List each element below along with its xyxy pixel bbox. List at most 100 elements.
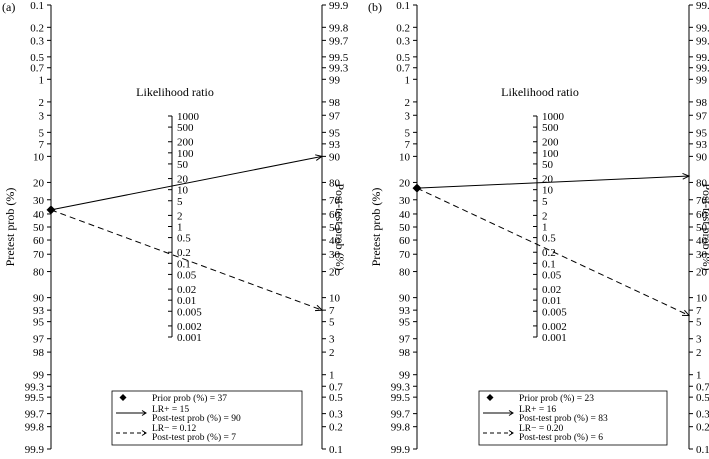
posttest-tick-label: 93	[329, 139, 341, 151]
lr-tick-label: 200	[542, 137, 559, 149]
posttest-tick-label: 0.7	[696, 381, 709, 393]
posttest-tick-label: 0.2	[329, 422, 343, 434]
prior-diamond-icon-b	[486, 394, 494, 401]
posttest-tick-label: 60	[696, 209, 708, 221]
pretest-tick-label: 5	[39, 127, 45, 139]
lr-tick-label: 1	[177, 222, 183, 234]
pretest-tick-label: 93	[33, 305, 45, 317]
lr-tick-label: 2	[542, 210, 548, 222]
negative-lr-line-arrowhead-icon	[314, 304, 324, 312]
posttest-tick-label: 99.7	[696, 35, 709, 47]
pretest-tick-label: 95	[33, 317, 45, 329]
legend-pos-lr-a: LR+ = 15	[152, 405, 189, 415]
prior-prob-diamond-icon	[412, 183, 422, 193]
pretest-axis-title-a: Pretest prob (%)	[3, 188, 17, 267]
probability-lines-b	[412, 173, 691, 316]
posttest-tick-label: 99.8	[696, 22, 709, 34]
posttest-tick-label: 7	[696, 305, 702, 317]
prior-diamond-icon-a	[119, 394, 127, 401]
lr-tick-label: 100	[177, 148, 194, 160]
posttest-tick-label: 10	[696, 293, 708, 305]
posttest-tick-label: 5	[696, 317, 702, 329]
pretest-tick-label: 93	[399, 305, 411, 317]
legend-box-a	[111, 390, 303, 446]
lr-axis-title-a: Likelihood ratio	[136, 85, 214, 99]
legend-prior-b: Prior prob (%) = 23	[519, 393, 594, 404]
posttest-tick-label: 95	[329, 127, 341, 139]
probability-lines-a	[46, 154, 324, 312]
posttest-tick-label: 99.3	[329, 63, 349, 75]
lr-tick-label: 0.1	[177, 258, 191, 270]
lr-tick-label: 0.2	[542, 247, 556, 259]
lr-tick-label: 5	[542, 196, 548, 208]
posttest-tick-label: 97	[696, 110, 708, 122]
panel-b: (b) Likelihood ratio Pretest prob (%) Po…	[368, 0, 709, 456]
legend-solid-arrow-icon-b	[508, 410, 514, 416]
lr-tick-label: 0.5	[542, 233, 556, 245]
posttest-tick-label: 40	[329, 235, 341, 247]
legend-box-b	[478, 390, 668, 446]
pretest-tick-label: 97	[33, 334, 45, 346]
pretest-tick-label: 0.7	[30, 63, 44, 75]
pretest-tick-label: 99	[33, 370, 45, 382]
legend-pos-post-a: Post-test prob (%) = 90	[152, 413, 241, 424]
posttest-tick-label: 0.3	[329, 409, 343, 421]
lr-tick-label: 200	[177, 137, 194, 149]
posttest-tick-label: 7	[329, 305, 335, 317]
posttest-tick-label: 80	[329, 177, 341, 189]
lr-tick-label: 0.005	[542, 306, 567, 318]
legend-neg-lr-a: LR− = 0.12	[152, 424, 196, 434]
posttest-tick-label: 93	[696, 139, 708, 151]
lr-scale-b: 10005002001005020105210.50.20.10.050.020…	[533, 111, 567, 344]
lr-tick-label: 0.002	[542, 321, 567, 333]
posttest-tick-label: 99.9	[329, 0, 349, 12]
negative-lr-line	[50, 209, 323, 311]
lr-tick-label: 100	[542, 148, 559, 160]
negative-lr-line-arrowhead-icon	[681, 309, 691, 316]
posttest-tick-label: 97	[329, 110, 341, 122]
pretest-tick-label: 7	[405, 139, 411, 151]
posttest-tick-label: 60	[329, 209, 341, 221]
pretest-tick-label: 3	[39, 110, 45, 122]
lr-scale-a: 10005002001005020105210.50.20.10.050.020…	[168, 111, 202, 344]
pretest-tick-label: 99.9	[391, 444, 411, 454]
pretest-tick-label: 99.3	[391, 381, 411, 393]
posttest-tick-label: 99	[696, 74, 708, 86]
pretest-tick-label: 99.3	[25, 381, 45, 393]
negative-lr-line	[416, 187, 690, 316]
panel-label-a: (a)	[2, 0, 15, 14]
lr-tick-label: 500	[542, 122, 559, 134]
pretest-tick-label: 60	[33, 235, 45, 247]
pretest-tick-label: 80	[399, 267, 411, 279]
pretest-tick-label: 99.9	[25, 444, 45, 454]
pretest-tick-label: 97	[399, 334, 411, 346]
lr-axis-title-b: Likelihood ratio	[501, 85, 579, 99]
lr-tick-label: 0.01	[177, 295, 196, 307]
pretest-scale-a: 0.10.20.30.50.71235710203040506070809093…	[25, 0, 52, 456]
positive-lr-line-arrowhead-icon	[315, 154, 324, 161]
legend-a: Prior prob (%) = 37 LR+ = 15 Post-test p…	[111, 390, 303, 446]
prior-prob-diamond-icon	[46, 205, 56, 215]
pretest-tick-label: 30	[399, 195, 411, 207]
posttest-tick-label: 90	[696, 151, 708, 163]
posttest-tick-label: 99	[329, 74, 341, 86]
pretest-tick-label: 40	[399, 209, 411, 221]
pretest-tick-label: 20	[33, 177, 45, 189]
pretest-tick-label: 0.3	[396, 35, 410, 47]
pretest-tick-label: 1	[39, 74, 45, 86]
posttest-tick-label: 2	[696, 347, 702, 359]
pretest-tick-label: 90	[33, 293, 45, 305]
lr-tick-label: 20	[177, 174, 189, 186]
posttest-tick-label: 1	[329, 370, 335, 382]
pretest-tick-label: 10	[399, 151, 411, 163]
posttest-tick-label: 0.7	[329, 381, 343, 393]
pretest-tick-label: 99.7	[391, 409, 411, 421]
posttest-tick-label: 30	[696, 249, 708, 261]
pretest-tick-label: 98	[33, 347, 45, 359]
posttest-tick-label: 70	[696, 195, 708, 207]
pretest-tick-label: 99.8	[25, 422, 45, 434]
lr-tick-label: 10	[177, 185, 189, 197]
lr-tick-label: 0.002	[177, 321, 202, 333]
pretest-tick-label: 1	[405, 74, 411, 86]
